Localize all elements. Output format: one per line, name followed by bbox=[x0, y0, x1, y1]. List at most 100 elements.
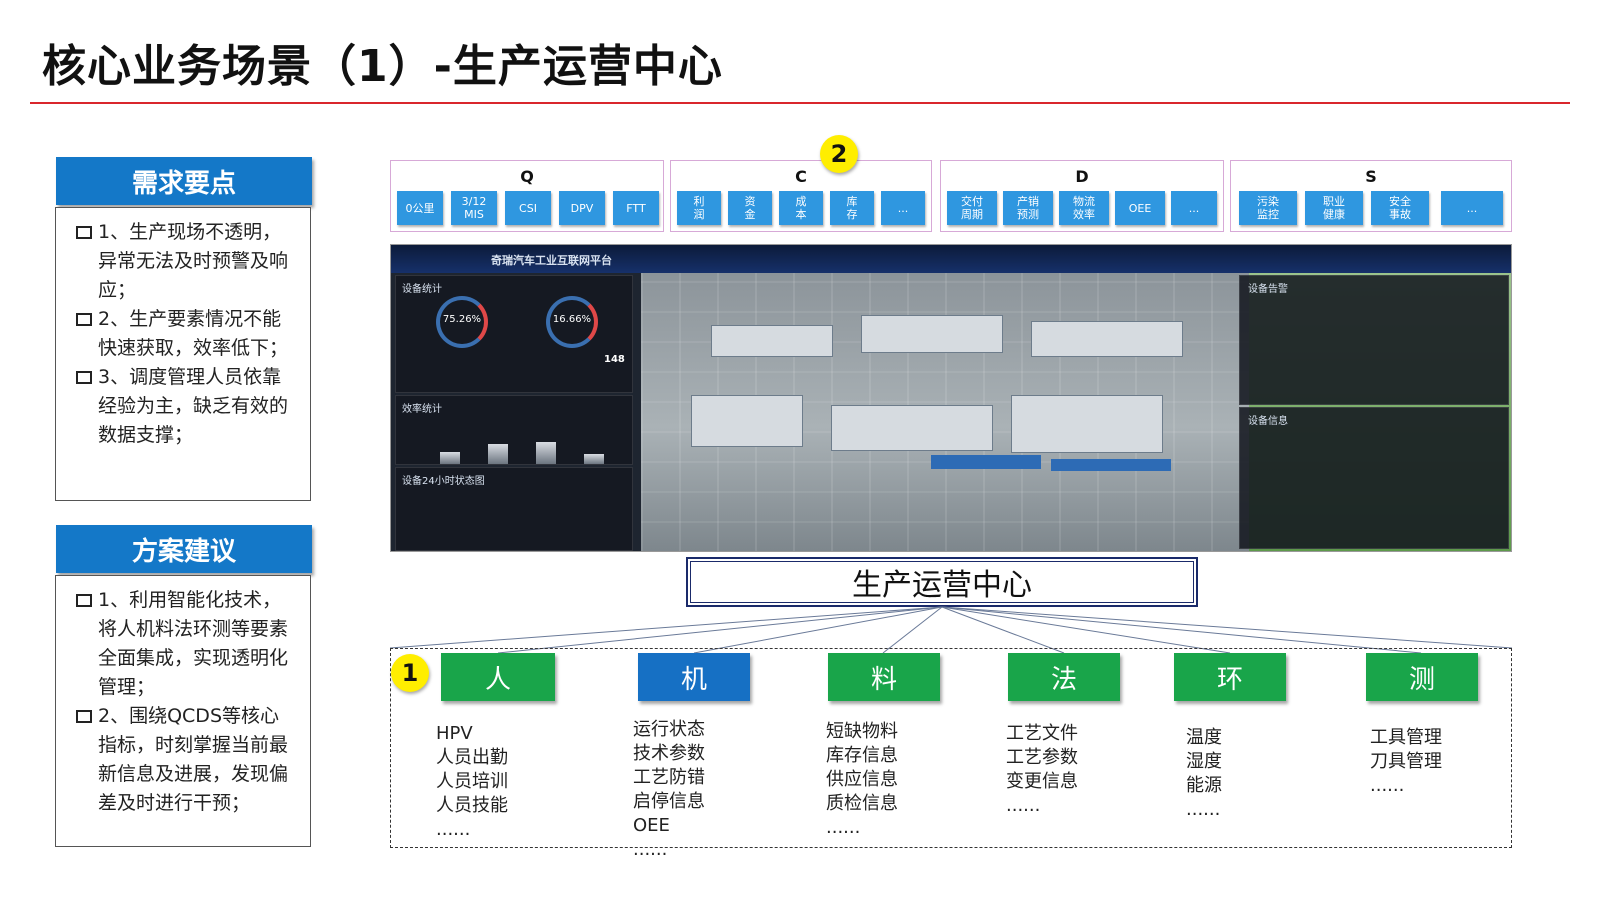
equipment-alarm-panel: 设备告警 bbox=[1239, 275, 1509, 405]
qcds-button[interactable]: 产销 预测 bbox=[1003, 191, 1053, 225]
solution-item: 2、围绕QCDS等核心指标，时刻掌握当前最新信息及进展，发现偏差及时进行干预； bbox=[76, 702, 296, 818]
connector-line bbox=[941, 606, 1231, 654]
connector-line bbox=[693, 606, 943, 654]
connector-line bbox=[882, 606, 943, 654]
list-item: 能源 bbox=[1186, 775, 1222, 796]
efficiency-panel: 效率统计 bbox=[395, 395, 633, 465]
list-item: 温度 bbox=[1186, 727, 1222, 748]
qcds-button[interactable]: ... bbox=[1441, 191, 1503, 225]
machine-block bbox=[691, 395, 803, 447]
qcds-label: Q bbox=[520, 167, 534, 186]
dashboard-header bbox=[391, 245, 1511, 273]
qcds-button[interactable]: ... bbox=[881, 191, 925, 225]
equipment-stats-panel: 设备统计 75.26% 16.66% 148 bbox=[395, 275, 633, 393]
list-item: 技术参数 bbox=[633, 743, 705, 764]
list-item: 工艺参数 bbox=[1006, 747, 1078, 768]
gauge-utilization: 75.26% bbox=[436, 296, 488, 348]
qcds-group-d: D 交付 周期 产销 预测 物流 效率 OEE ... bbox=[940, 160, 1224, 232]
list-item: OEE bbox=[633, 815, 670, 836]
status-24h-panel: 设备24小时状态图 bbox=[395, 467, 633, 551]
category-environment: 环 bbox=[1174, 653, 1286, 701]
checkbox-icon bbox=[76, 313, 92, 326]
list-item: ...... bbox=[826, 817, 861, 838]
machine-block bbox=[831, 405, 993, 451]
badge-2: 2 bbox=[820, 135, 858, 173]
qcds-button[interactable]: 交付 周期 bbox=[947, 191, 997, 225]
list-item: 工艺防错 bbox=[633, 767, 705, 788]
efficiency-bar bbox=[536, 442, 556, 464]
list-item: 供应信息 bbox=[826, 769, 898, 790]
connector-line bbox=[941, 606, 1422, 654]
category-machine-list: 运行状态 技术参数 工艺防错 启停信息 OEE ...... bbox=[633, 718, 705, 862]
requirement-item: 3、调度管理人员依靠经验为主，缺乏有效的数据支撑； bbox=[76, 363, 296, 450]
list-item: 湿度 bbox=[1186, 751, 1222, 772]
checkbox-icon bbox=[76, 710, 92, 723]
solution-item: 1、利用智能化技术，将人机料法环测等要素全面集成，实现透明化管理； bbox=[76, 586, 296, 702]
qcds-group-c: C 利 润 资 金 成 本 库 存 ... bbox=[670, 160, 932, 232]
list-item: 刀具管理 bbox=[1370, 751, 1442, 772]
equipment-info-panel: 设备信息 bbox=[1239, 407, 1509, 549]
category-measurement: 测 bbox=[1366, 653, 1478, 701]
center-title: 生产运营中心 bbox=[690, 561, 1194, 603]
list-item: 库存信息 bbox=[826, 745, 898, 766]
list-item: 启停信息 bbox=[633, 791, 705, 812]
qcds-button[interactable]: 利 润 bbox=[677, 191, 721, 225]
conveyor-line bbox=[931, 455, 1041, 469]
qcds-button[interactable]: FTT bbox=[613, 191, 659, 225]
machine-block bbox=[1031, 321, 1183, 357]
efficiency-bar bbox=[440, 452, 460, 464]
list-item: 变更信息 bbox=[1006, 771, 1078, 792]
list-item: 运行状态 bbox=[633, 719, 705, 740]
badge-1: 1 bbox=[391, 654, 429, 692]
checkbox-icon bbox=[76, 371, 92, 384]
efficiency-bar bbox=[584, 454, 604, 464]
list-item: ...... bbox=[436, 819, 471, 840]
machine-block bbox=[711, 325, 833, 357]
count-value: 148 bbox=[604, 354, 625, 365]
qcds-button[interactable]: 3/12 MIS bbox=[451, 191, 497, 225]
qcds-group-s: S 污染 监控 职业 健康 安全 事故 ... bbox=[1230, 160, 1512, 232]
requirement-item: 2、生产要素情况不能快速获取，效率低下； bbox=[76, 305, 296, 363]
solutions-heading: 方案建议 bbox=[56, 525, 312, 573]
checkbox-icon bbox=[76, 594, 92, 607]
list-item: 人员出勤 bbox=[436, 747, 508, 768]
dashboard-preview: 奇瑞汽车工业互联网平台 设备统计 75.26% 16.66% 148 效率统计 … bbox=[390, 244, 1512, 552]
connector-line bbox=[497, 606, 943, 654]
platform-title: 奇瑞汽车工业互联网平台 bbox=[491, 254, 612, 267]
qcds-button[interactable]: ... bbox=[1171, 191, 1217, 225]
machine-block bbox=[1011, 395, 1163, 453]
qcds-button[interactable]: 库 存 bbox=[830, 191, 874, 225]
connector-line bbox=[941, 606, 1513, 649]
solutions-box: 1、利用智能化技术，将人机料法环测等要素全面集成，实现透明化管理； 2、围绕QC… bbox=[55, 575, 311, 847]
qcds-button[interactable]: DPV bbox=[559, 191, 605, 225]
qcds-button[interactable]: 成 本 bbox=[779, 191, 823, 225]
qcds-button[interactable]: 职业 健康 bbox=[1305, 191, 1363, 225]
qcds-group-q: Q 0公里 3/12 MIS CSI DPV FTT bbox=[390, 160, 664, 232]
qcds-button[interactable]: 0公里 bbox=[397, 191, 443, 225]
title-divider bbox=[30, 102, 1570, 104]
qcds-button[interactable]: 安全 事故 bbox=[1371, 191, 1429, 225]
qcds-button[interactable]: 污染 监控 bbox=[1239, 191, 1297, 225]
qcds-button[interactable]: OEE bbox=[1115, 191, 1165, 225]
checkbox-icon bbox=[76, 226, 92, 239]
efficiency-bar bbox=[488, 444, 508, 464]
list-item: ...... bbox=[1370, 775, 1405, 796]
category-method-list: 工艺文件 工艺参数 变更信息 ...... bbox=[1006, 722, 1078, 818]
conveyor-line bbox=[1051, 459, 1171, 471]
requirements-heading: 需求要点 bbox=[56, 157, 312, 205]
list-item: ...... bbox=[1006, 795, 1041, 816]
category-people-list: HPV 人员出勤 人员培训 人员技能 ...... bbox=[436, 722, 508, 842]
gauge-rate: 16.66% bbox=[546, 296, 598, 348]
category-environment-list: 温度 湿度 能源 ...... bbox=[1186, 726, 1222, 822]
qcds-button[interactable]: CSI bbox=[505, 191, 551, 225]
qcds-label: S bbox=[1365, 167, 1377, 186]
category-people: 人 bbox=[441, 653, 555, 701]
qcds-button[interactable]: 物流 效率 bbox=[1059, 191, 1109, 225]
list-item: 工艺文件 bbox=[1006, 723, 1078, 744]
qcds-button[interactable]: 资 金 bbox=[728, 191, 772, 225]
requirements-box: 1、生产现场不透明，异常无法及时预警及响应； 2、生产要素情况不能快速获取，效率… bbox=[55, 207, 311, 501]
list-item: 人员培训 bbox=[436, 771, 508, 792]
qcds-label: C bbox=[795, 167, 807, 186]
list-item: ...... bbox=[1186, 799, 1221, 820]
list-item: ...... bbox=[633, 839, 668, 860]
